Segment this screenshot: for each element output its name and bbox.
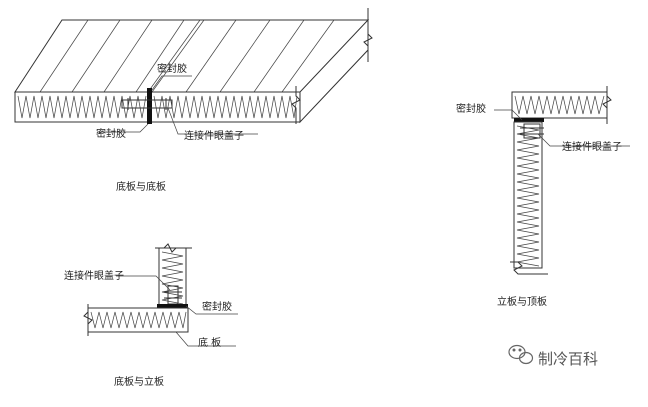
floor-panel	[87, 307, 189, 333]
caption-wall-to-ceiling: 立板与顶板	[497, 295, 547, 308]
label-connector-cap-1: 连接件眼盖子	[184, 129, 244, 142]
wall-to-ceiling-diagram	[494, 86, 630, 275]
ceiling-insulation	[514, 95, 605, 115]
ceiling-sealant	[514, 118, 544, 122]
caption-floor-to-floor: 底板与底板	[116, 180, 166, 193]
panel-right-side	[299, 20, 369, 124]
ceiling-panel	[511, 91, 608, 119]
watermark: 制冷百科	[508, 344, 598, 368]
floor-insulation	[90, 311, 187, 329]
connector	[121, 99, 173, 109]
floor-sealant	[157, 304, 188, 308]
wall-panel	[513, 121, 543, 269]
label-sealant-ceiling: 密封胶	[456, 102, 486, 115]
label-floor-plate: 底 板	[198, 336, 221, 349]
surface-grooves	[39, 19, 335, 93]
label-sealant-top: 密封胶	[157, 62, 187, 75]
label-sealant-left: 密封胶	[96, 127, 126, 140]
floor-to-wall-diagram	[83, 243, 238, 347]
break-marks	[291, 8, 373, 124]
upright-insulation	[161, 251, 184, 305]
wall-connector	[523, 123, 541, 139]
label-sealant-floor: 密封胶	[202, 300, 232, 313]
insulation-core	[17, 95, 298, 119]
panel-top-surface	[14, 19, 370, 93]
floor-to-floor-diagram	[14, 8, 373, 135]
label-connector-cap-2: 连接件眼盖子	[562, 140, 622, 153]
joint-sealant	[147, 88, 152, 124]
wechat-icon	[508, 344, 534, 365]
watermark-text: 制冷百科	[538, 350, 598, 368]
wall-insulation	[516, 125, 540, 267]
upright-panel	[158, 247, 187, 307]
panel-section	[14, 91, 301, 123]
label-connector-cap-3: 连接件眼盖子	[64, 269, 124, 282]
caption-floor-to-wall: 底板与立板	[114, 375, 164, 388]
